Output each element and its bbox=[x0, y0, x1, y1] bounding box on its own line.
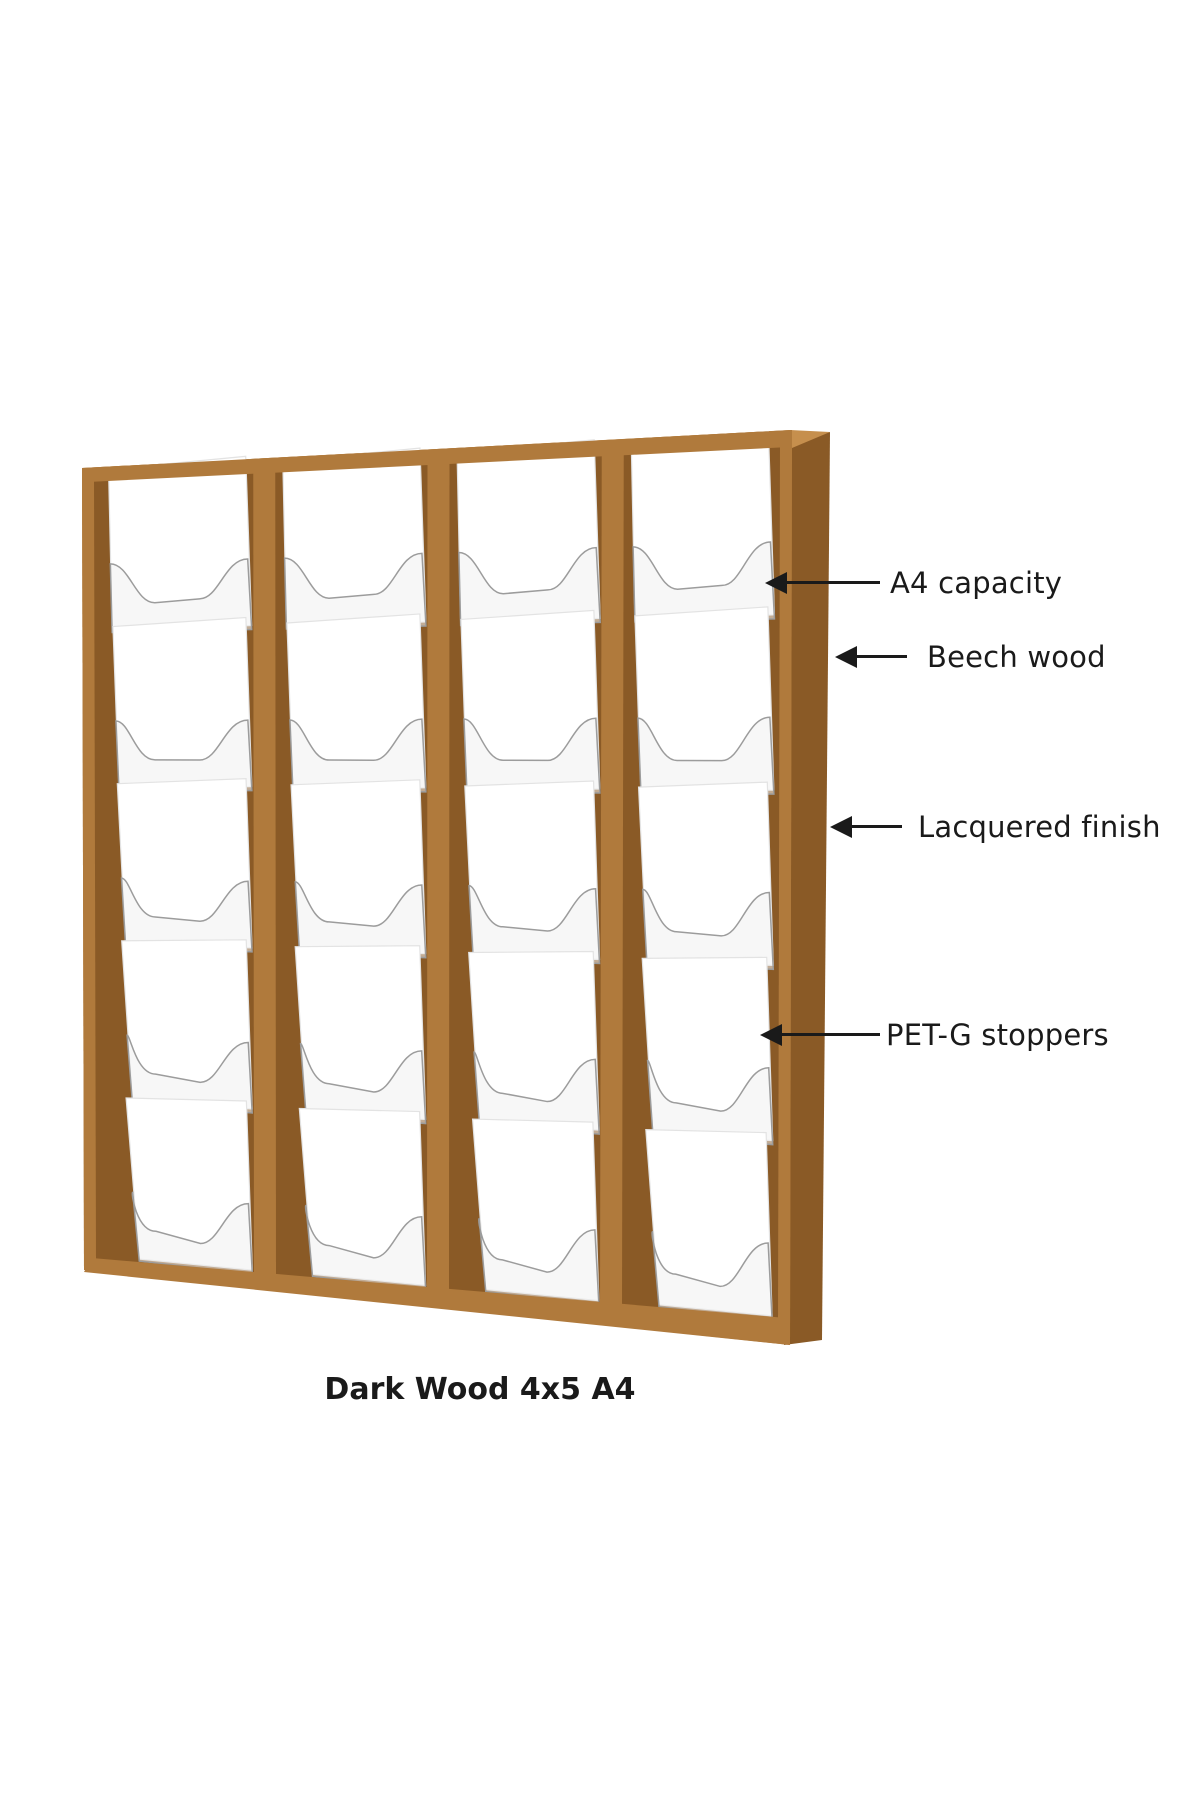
petg-pocket bbox=[299, 1042, 427, 1125]
product-caption: Dark Wood 4x5 A4 bbox=[324, 1372, 636, 1407]
petg-pocket bbox=[458, 546, 601, 627]
wooden-wall-rack bbox=[82, 430, 830, 1345]
petg-pocket bbox=[468, 884, 601, 965]
petg-pocket bbox=[637, 716, 775, 795]
petg-pocket bbox=[646, 1059, 774, 1146]
callout-label-petg-stoppers: PET-G stoppers bbox=[886, 1018, 1109, 1052]
petg-pocket bbox=[478, 1217, 600, 1306]
callout-lacquered-finish: Lacquered finish bbox=[830, 807, 1161, 847]
callout-beech-wood: Beech wood bbox=[835, 637, 1106, 677]
arrow-icon bbox=[830, 807, 902, 847]
arrow-icon bbox=[760, 1015, 880, 1055]
callout-label-a4-capacity: A4 capacity bbox=[890, 566, 1063, 600]
arrow-icon bbox=[835, 637, 907, 677]
column-divider bbox=[253, 469, 276, 1278]
column-divider bbox=[427, 461, 450, 1293]
petg-pocket bbox=[304, 1204, 427, 1291]
petg-pocket bbox=[632, 541, 776, 623]
petg-pocket bbox=[463, 717, 601, 794]
frame-right-rail bbox=[778, 430, 792, 1345]
arrow-icon bbox=[765, 563, 880, 603]
frame-top-rail bbox=[82, 430, 792, 482]
frame-side-panel bbox=[784, 432, 830, 1345]
frame-left-rail bbox=[82, 468, 96, 1270]
petg-pocket bbox=[289, 718, 427, 793]
callout-label-lacquered-finish: Lacquered finish bbox=[918, 810, 1161, 844]
petg-pocket bbox=[131, 1191, 254, 1275]
petg-pocket bbox=[115, 719, 253, 792]
petg-pocket bbox=[294, 881, 427, 959]
petg-pocket bbox=[109, 558, 253, 634]
petg-pocket bbox=[126, 1034, 254, 1114]
frame-bottom-rail bbox=[84, 1258, 790, 1345]
callout-label-beech-wood: Beech wood bbox=[927, 640, 1106, 674]
petg-pocket bbox=[641, 888, 775, 971]
petg-pocket bbox=[473, 1051, 601, 1135]
petg-pocket bbox=[120, 877, 253, 953]
petg-pocket bbox=[283, 552, 427, 630]
column-divider bbox=[600, 453, 624, 1308]
petg-pocket bbox=[651, 1231, 773, 1321]
callout-petg-stoppers: PET-G stoppers bbox=[760, 1015, 1109, 1055]
callout-a4-capacity: A4 capacity bbox=[765, 563, 1062, 603]
